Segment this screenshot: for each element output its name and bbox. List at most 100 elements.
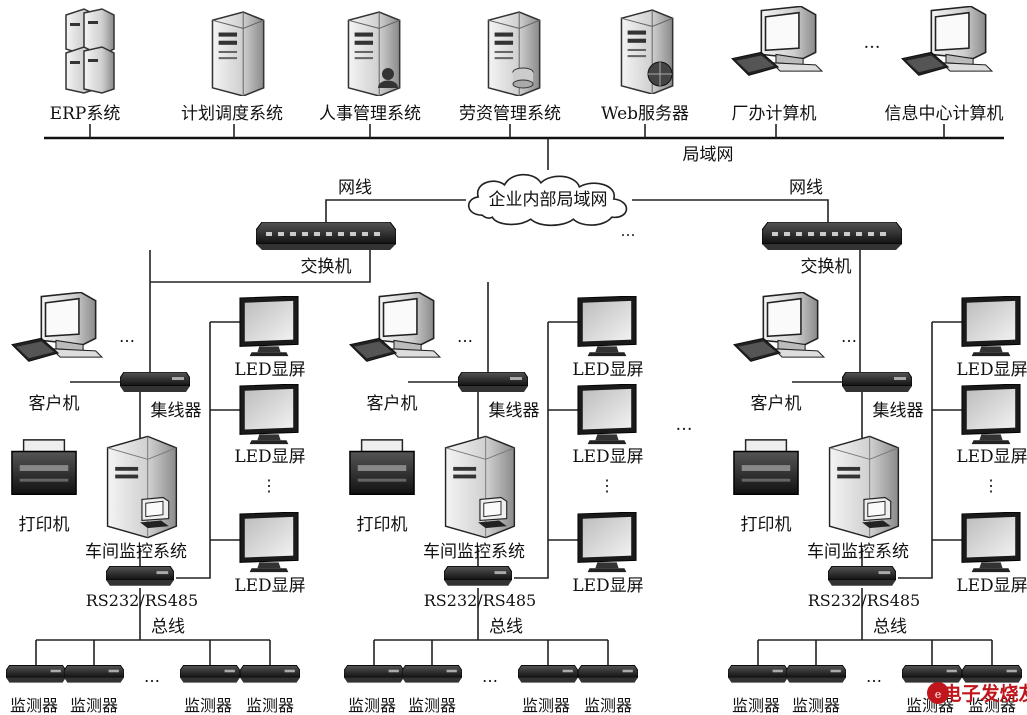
client-label: 客户机 [751,394,802,414]
client-label: 客户机 [367,394,418,414]
led-screen-icon [577,296,637,357]
bus-label: 总线 [873,617,907,637]
led-label: LED显屏 [572,360,643,380]
switch-label: 交换机 [801,257,852,277]
led-label: LED显屏 [956,360,1027,380]
group-ellipsis: … [676,415,693,435]
monitoring-system-label: 车间监控系统 [807,542,909,562]
led-label: LED显屏 [956,447,1027,467]
lan-label: 局域网 [683,145,734,165]
top-node-label: ERP系统 [50,104,121,124]
planning-server-icon [211,11,265,96]
detector-label: 监测器 [968,696,1016,715]
client-workstation-icon [349,292,441,363]
top-node-label: 厂办计算机 [732,104,817,124]
led-screen-icon [239,512,299,573]
hub-label: 集线器 [151,401,202,421]
top-node-label: 劳资管理系统 [459,104,561,124]
led-screen-icon [577,512,637,573]
detector-icon [578,664,638,684]
detector-icon [180,664,240,684]
erp-server-icon [65,8,115,94]
led-ellipsis: ⋮ [983,476,999,495]
hub-label: 集线器 [489,401,540,421]
watermark: e 电子发烧友 [927,682,1027,705]
hub-icon [842,372,912,392]
detector-ellipsis: … [866,667,882,686]
client-ellipsis: … [841,327,857,346]
printer-label: 打印机 [357,515,408,535]
printer-label: 打印机 [19,515,70,535]
detector-label: 监测器 [584,696,632,715]
subnet-group: 交换机客户机…集线器打印机车间监控系统LED显屏LED显屏⋮LED显屏RS232… [6,222,396,715]
led-label: LED显屏 [234,576,305,596]
watermark-text: 电子发烧友 [942,682,1027,705]
cable-label-left: 网线 [338,178,372,198]
client-ellipsis: … [457,327,473,346]
top-node-label: 计划调度系统 [181,104,283,124]
detector-icon [518,664,578,684]
detector-label: 监测器 [184,696,232,715]
led-label: LED显屏 [572,447,643,467]
detector-icon [728,664,788,684]
led-screen-icon [961,384,1021,445]
rs-converter-icon [106,566,174,586]
client-ellipsis: … [119,327,135,346]
hub-icon [120,372,190,392]
subnet-groups: 交换机客户机…集线器打印机车间监控系统LED显屏LED显屏⋮LED显屏RS232… [6,222,1027,715]
detector-icon [902,664,962,684]
cable-label-right: 网线 [789,178,823,198]
top-node-label: Web服务器 [601,104,689,124]
detector-label: 监测器 [348,696,396,715]
cloud-ellipsis: … [621,222,636,240]
printer-icon [733,439,799,496]
printer-icon [11,439,77,496]
led-screen-icon [577,384,637,445]
svg-text:e: e [935,688,942,701]
printer-label: 打印机 [741,515,792,535]
factory-office-workstation-icon [731,6,823,77]
led-label: LED显屏 [234,360,305,380]
hub-icon [458,372,528,392]
rs-bus-label: RS232/RS485 [808,591,920,610]
detector-label: 监测器 [732,696,780,715]
detector-ellipsis: … [482,667,498,686]
detector-icon [962,664,1022,684]
detector-label: 监测器 [10,696,58,715]
led-label: LED显屏 [956,576,1027,596]
top-row: ERP系统 计划调度系统 人事管理系统 劳资管理系统 Web服务器 厂办计算机 … [44,6,1004,170]
detector-ellipsis: … [144,667,160,686]
detector-label: 监测器 [408,696,456,715]
printer-icon [349,439,415,496]
led-screen-icon [961,512,1021,573]
client-label: 客户机 [29,394,80,414]
detector-icon [64,664,124,684]
detector-icon [6,664,66,684]
detector-label: 监测器 [70,696,118,715]
detector-icon [240,664,300,684]
monitoring-system-icon [828,435,900,539]
bus-label: 总线 [151,617,185,637]
top-node-label: 人事管理系统 [319,104,421,124]
subnet-group: 交换机客户机…集线器打印机车间监控系统LED显屏LED显屏⋮LED显屏RS232… [728,222,1027,715]
bus-label: 总线 [489,617,523,637]
network-switch-icon [762,222,902,250]
led-screen-icon [961,296,1021,357]
led-screen-icon [239,384,299,445]
rs-bus-label: RS232/RS485 [424,591,536,610]
detector-icon [344,664,404,684]
detector-icon [402,664,462,684]
cloud-label: 企业内部局域网 [489,190,608,210]
info-center-workstation-icon [901,6,993,77]
monitoring-system-icon [106,435,178,539]
led-label: LED显屏 [572,576,643,596]
client-workstation-icon [11,292,103,363]
rs-converter-icon [828,566,896,586]
switch-label: 交换机 [301,257,352,277]
monitoring-system-icon [444,435,516,539]
top-node-label: 信息中心计算机 [885,104,1004,124]
monitoring-system-label: 车间监控系统 [423,542,525,562]
led-ellipsis: ⋮ [599,476,615,495]
monitoring-system-label: 车间监控系统 [85,542,187,562]
